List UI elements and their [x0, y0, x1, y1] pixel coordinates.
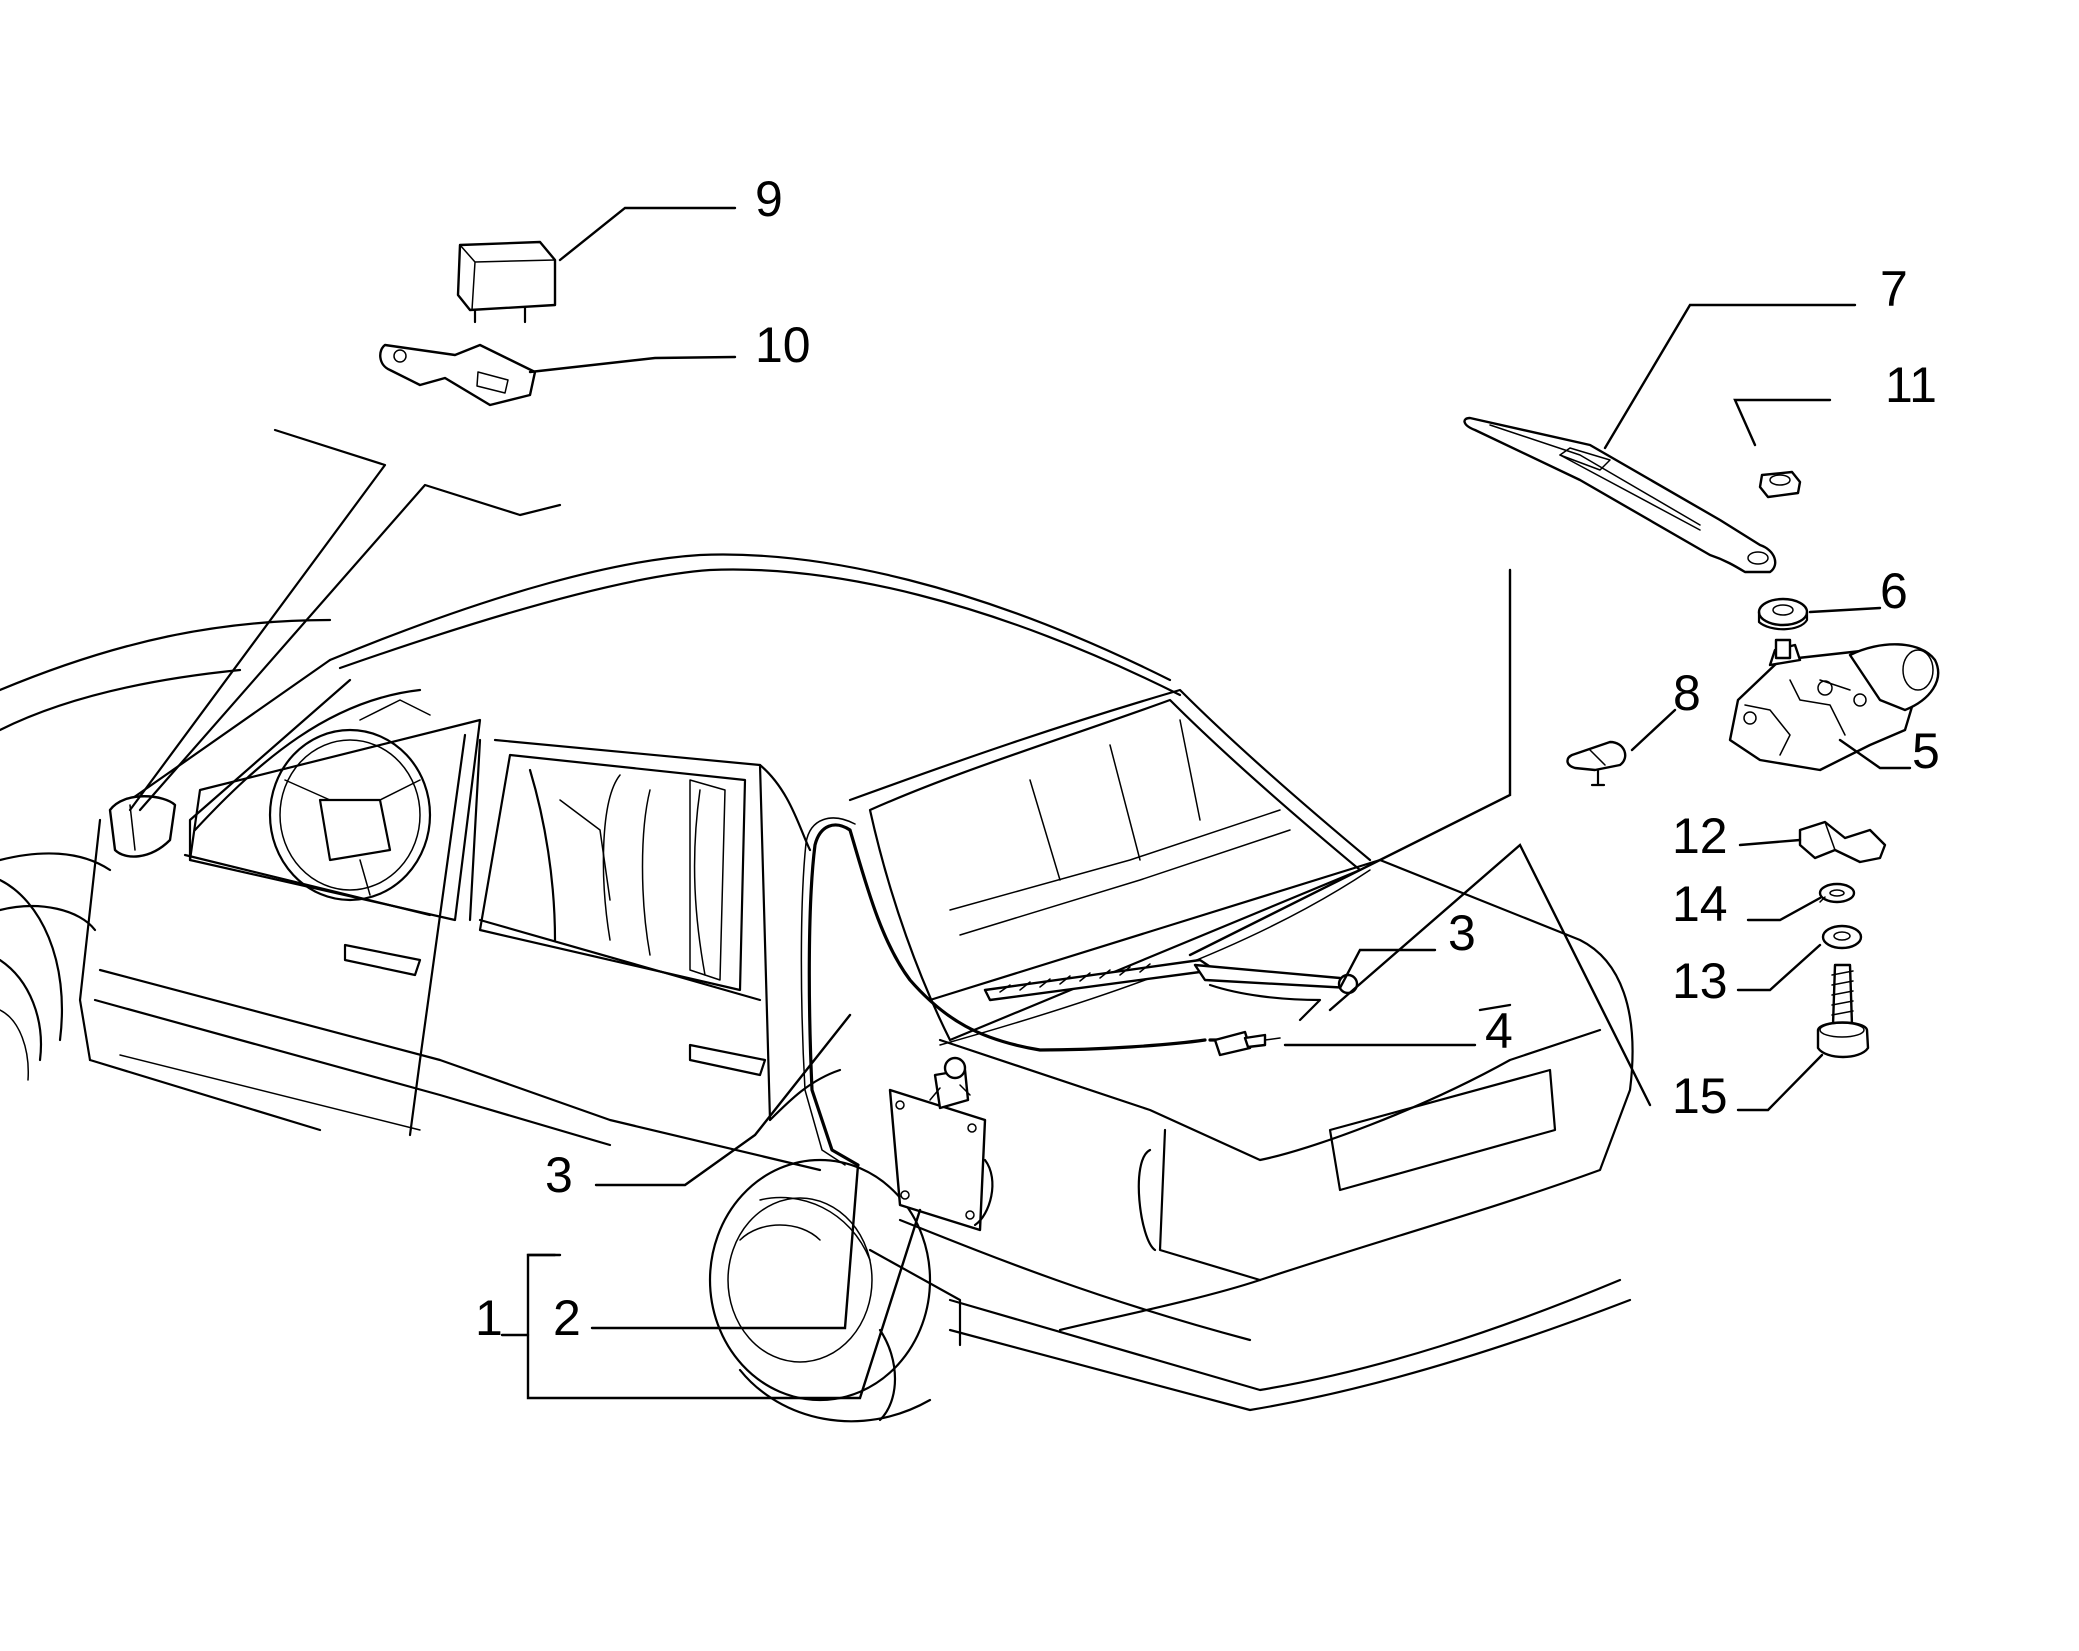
bolt-part-15 — [1816, 963, 1870, 1059]
callout-8: 8 — [1673, 665, 1701, 721]
nut-part-11 — [1758, 470, 1802, 499]
washer-nozzle-part-8 — [1566, 740, 1627, 787]
mounted-wiper — [983, 958, 1359, 1022]
callout-7: 7 — [1880, 261, 1908, 317]
seal-part-6 — [1757, 597, 1809, 631]
relay-bracket-part-10 — [379, 343, 537, 407]
car-outline — [0, 428, 1634, 1423]
callout-15: 15 — [1672, 1068, 1728, 1124]
callout-3-hose: 3 — [545, 1147, 573, 1203]
callout-9: 9 — [755, 171, 783, 227]
wiper-arm-part-7 — [1463, 416, 1777, 574]
washer-nozzle-on-car — [1213, 1030, 1281, 1057]
callout-10: 10 — [755, 317, 811, 373]
callout-1: 1 — [475, 1290, 503, 1346]
washer-part-13 — [1821, 924, 1863, 950]
callout-14: 14 — [1672, 876, 1728, 932]
clip-part-12 — [1798, 820, 1887, 864]
callout-3-wiper: 3 — [1448, 905, 1476, 961]
callout-6: 6 — [1880, 563, 1908, 619]
callout-5: 5 — [1912, 723, 1940, 779]
callout-2: 2 — [553, 1290, 581, 1346]
spring-washer-part-14 — [1818, 882, 1856, 904]
washer-reservoir — [888, 1056, 994, 1232]
callout-leaders — [500, 206, 1912, 1400]
relay-part-9 — [456, 240, 557, 324]
callout-4: 4 — [1485, 1003, 1513, 1059]
callout-11: 11 — [1885, 357, 1937, 413]
callout-12: 12 — [1672, 808, 1728, 864]
wiper-motor-part-5 — [1728, 638, 1940, 772]
callout-13: 13 — [1672, 953, 1728, 1009]
